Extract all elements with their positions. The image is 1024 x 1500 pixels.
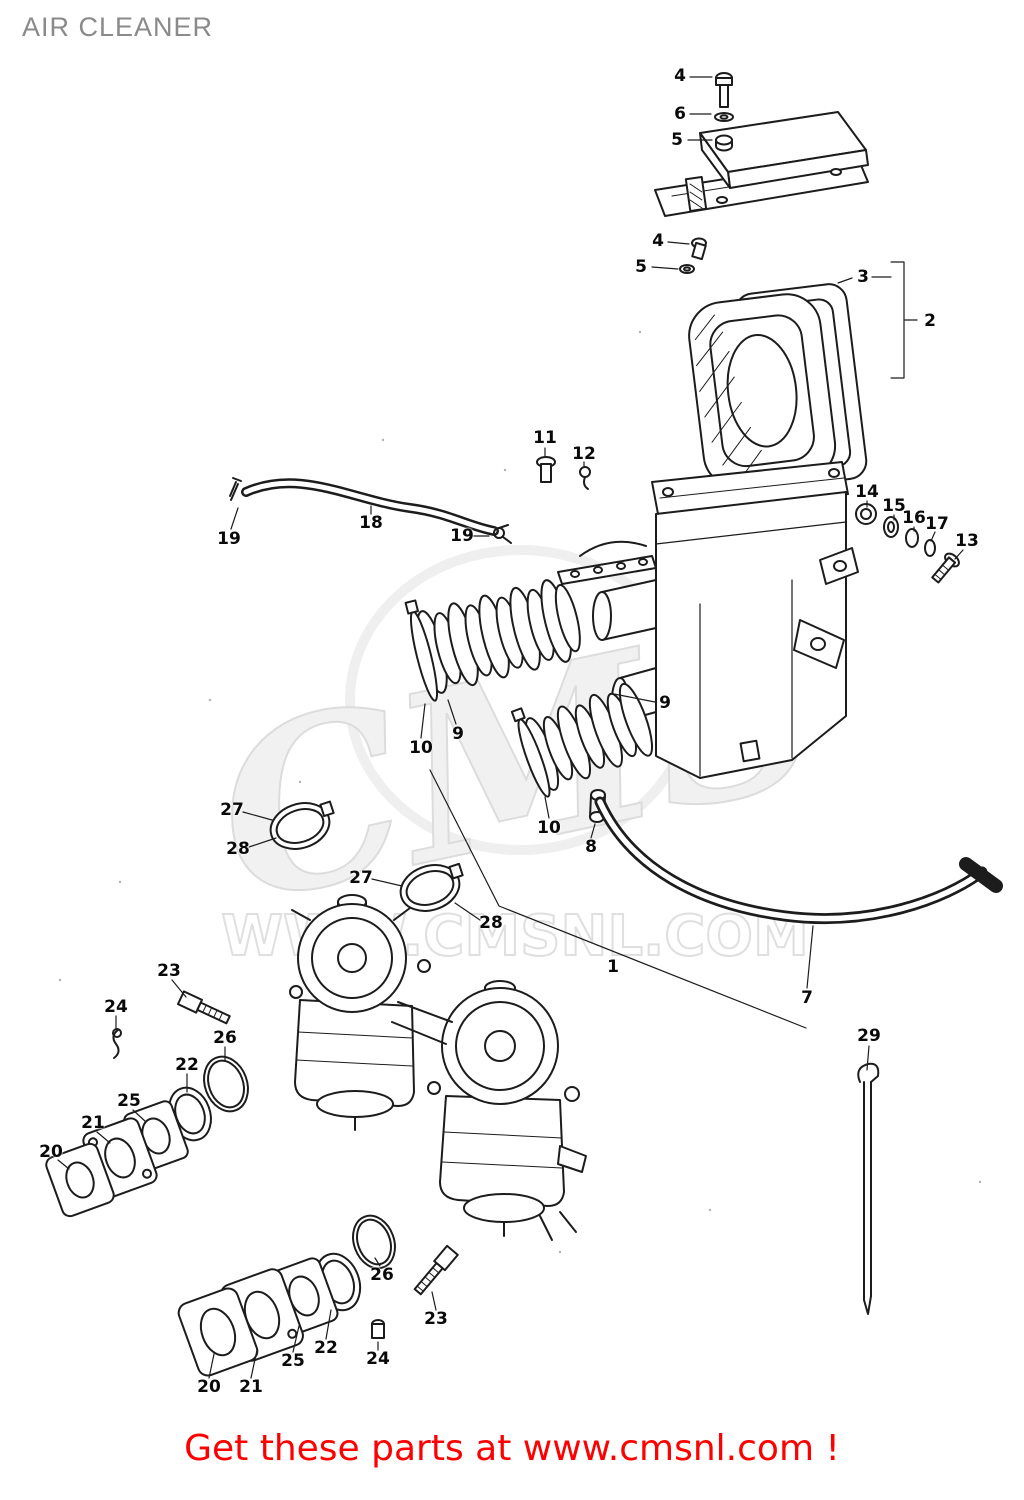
intake-tube-upper	[404, 579, 581, 739]
tube-clamp-lower	[510, 707, 551, 798]
hose-clip-left	[229, 477, 242, 501]
intake-manifold-set-lower	[177, 1214, 459, 1379]
drain-hose	[594, 796, 1003, 989]
choke-rod	[857, 1045, 880, 1315]
tube-clamp-upper	[404, 599, 439, 702]
carburetor-assembly	[289, 894, 587, 1241]
intake-tube-lower	[510, 682, 656, 819]
intake-manifold-set-upper	[45, 979, 249, 1218]
filter-element	[688, 261, 918, 490]
assembly-leader-line	[429, 769, 807, 1029]
case-screw-and-clip	[536, 447, 591, 490]
mount-hardware	[855, 500, 964, 584]
air-cleaner-cover	[654, 72, 869, 217]
paper-speckles	[58, 330, 982, 1254]
breather-hose	[229, 477, 512, 544]
cover-front-bolt	[651, 237, 707, 274]
page-title: AIR CLEANER	[22, 12, 214, 42]
air-cleaner-case	[557, 461, 859, 779]
footer-link[interactable]: Get these parts at www.cmsnl.com !	[184, 1428, 840, 1469]
tube-clamps-27-28	[242, 800, 481, 921]
hose-clip-right	[493, 524, 512, 544]
